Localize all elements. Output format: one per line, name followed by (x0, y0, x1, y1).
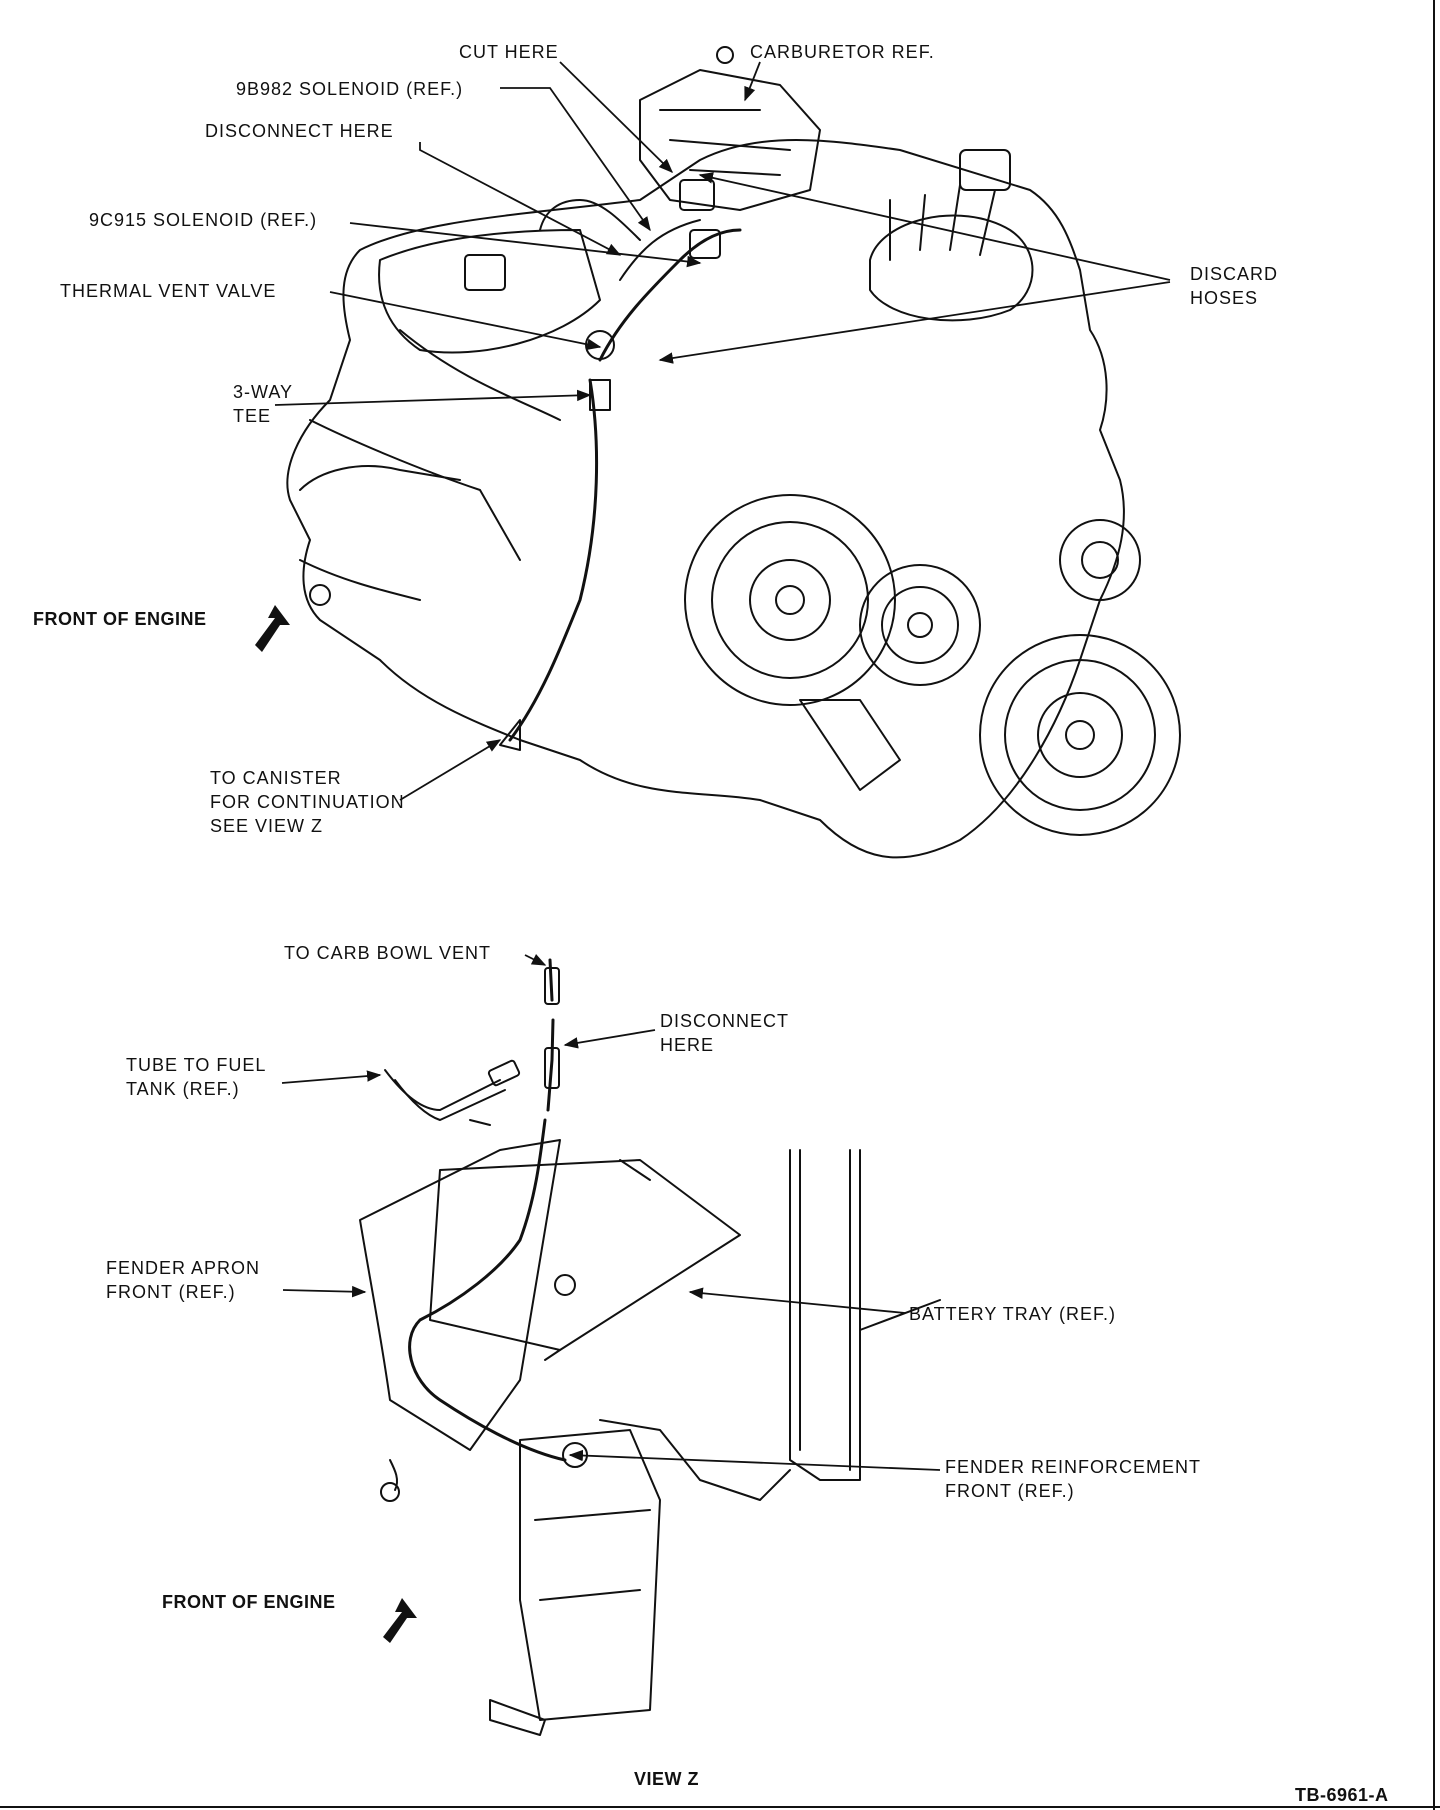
front-of-engine-arrow-top (255, 605, 290, 652)
label-to-carb-bowl-vent: TO CARB BOWL VENT (284, 943, 492, 963)
label-9b982-solenoid: 9B982 SOLENOID (REF.) (236, 79, 464, 99)
label-cut-here: CUT HERE (459, 42, 559, 62)
label-fender-apron: FENDER APRON FRONT (REF.) (106, 1258, 261, 1302)
front-of-engine-arrow-bottom (383, 1598, 417, 1643)
label-front-of-engine-top: FRONT OF ENGINE (33, 609, 207, 629)
label-disconnect-here-bottom: DISCONNECT HERE (660, 1011, 790, 1055)
label-disconnect-here-top: DISCONNECT HERE (205, 121, 394, 141)
label-9c915-solenoid: 9C915 SOLENOID (REF.) (89, 210, 318, 230)
label-discard-hoses: DISCARD HOSES (1190, 264, 1279, 308)
label-view-z: VIEW Z (634, 1769, 699, 1789)
view-z-leader-lines (281, 954, 941, 1471)
label-fender-reinforcement: FENDER REINFORCEMENT FRONT (REF.) (945, 1457, 1202, 1501)
label-thermal-vent-valve: THERMAL VENT VALVE (60, 281, 277, 301)
engine-illustration (286, 46, 1181, 859)
label-3-way-tee: 3-WAY TEE (233, 382, 294, 426)
label-to-canister: TO CANISTER FOR CONTINUATION SEE VIEW Z (210, 768, 405, 836)
frame-right-edge (1433, 0, 1435, 1810)
view-z-illustration (359, 958, 941, 1736)
label-carburetor-ref: CARBURETOR REF. (750, 42, 935, 62)
label-front-of-engine-bottom: FRONT OF ENGINE (162, 1592, 336, 1612)
engine-leader-lines (274, 61, 1171, 801)
frame-bottom-edge (0, 1806, 1440, 1808)
label-battery-tray: BATTERY TRAY (REF.) (909, 1304, 1117, 1324)
label-tube-to-fuel-tank: TUBE TO FUEL TANK (REF.) (126, 1055, 267, 1099)
figure-id: TB-6961-A (1295, 1785, 1389, 1805)
